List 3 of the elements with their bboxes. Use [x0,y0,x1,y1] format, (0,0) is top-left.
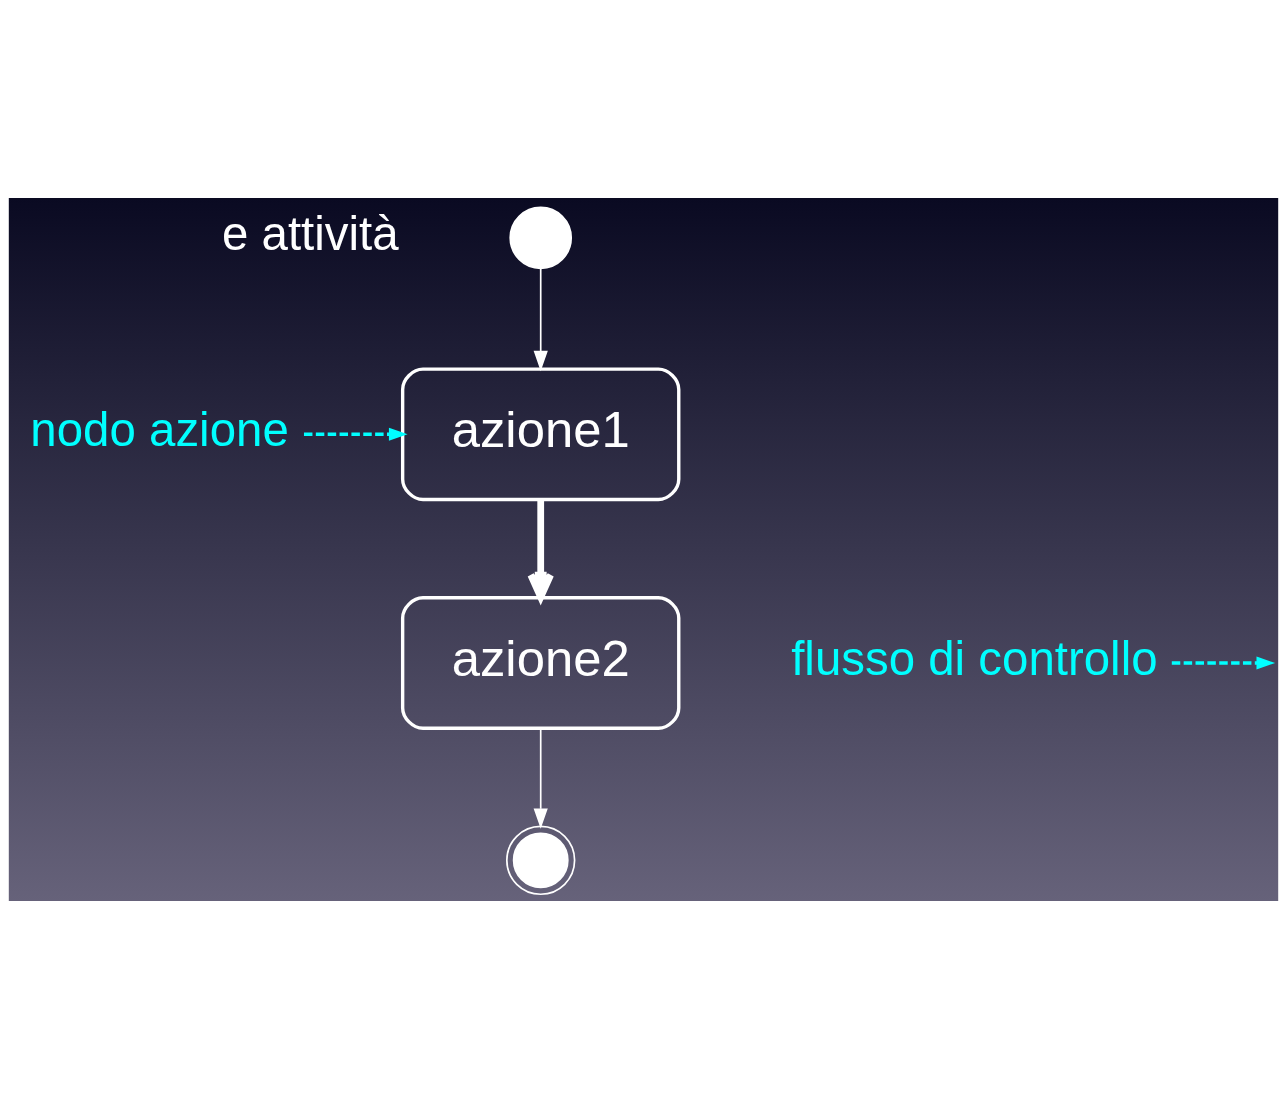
node-text: flusso di controllo [791,631,1158,685]
label: e attività [222,206,399,260]
node-text: nodo azione [30,403,289,456]
